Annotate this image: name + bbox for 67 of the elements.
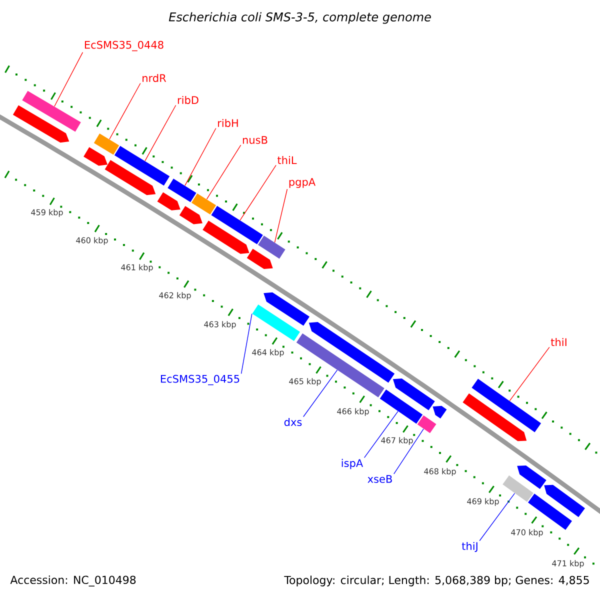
gene-feature (462, 393, 527, 442)
gene-feature (517, 465, 546, 490)
gene-feature (392, 378, 435, 410)
gene-label: dxs (284, 418, 302, 426)
scale-label: 464 kbp (252, 349, 284, 357)
gene-feature (12, 105, 70, 143)
scale-label: 468 kbp (424, 468, 456, 476)
leader-line (240, 313, 252, 374)
gene-label: pgpA (289, 178, 316, 188)
gene-label: ribD (178, 96, 198, 104)
gene-feature (432, 406, 447, 419)
leader-line (184, 128, 216, 186)
gene-feature (84, 147, 108, 166)
leader-line (109, 82, 141, 140)
scale-label: 471 kbp (552, 560, 584, 568)
gene-bar (502, 475, 534, 502)
scale-label: 466 kbp (337, 408, 369, 416)
gene-label: EcSMS35_0448 (84, 40, 164, 52)
leader-line (394, 428, 424, 474)
scale-label: 463 kbp (204, 321, 236, 329)
scale-label: 469 kbp (467, 498, 499, 506)
gene-label: nrdR (142, 74, 166, 82)
scale-label: 459 kbp (31, 209, 63, 217)
accession-text: Accession: NC_010498 (10, 576, 136, 586)
gene-label: EcSMS35_0455 (160, 374, 240, 386)
gene-feature (179, 206, 202, 224)
gene-bar (472, 378, 542, 432)
gene-bar (191, 193, 216, 215)
gene-bar (528, 494, 572, 530)
gene-bar (168, 178, 196, 202)
gene-label: thiJ (462, 542, 478, 552)
scale-label: 462 kbp (159, 292, 191, 300)
gene-bar (211, 206, 263, 244)
gene-bar (252, 304, 300, 342)
scale-label: 461 kbp (121, 264, 153, 272)
gene-bar (114, 146, 170, 186)
scale-label: 470 kbp (511, 529, 543, 537)
leader-line (274, 188, 288, 243)
leader-line (54, 52, 84, 107)
gene-feature (104, 160, 156, 196)
gene-bar (258, 236, 286, 259)
leader-line (364, 410, 398, 458)
gene-feature (157, 192, 180, 210)
gene-label: thiL (278, 156, 297, 164)
scale-label: 465 kbp (289, 378, 321, 386)
gene-feature (544, 484, 586, 518)
gene-bar (417, 415, 436, 434)
gene-label: ribH (218, 118, 238, 128)
gene-label: xseB (368, 475, 392, 483)
leader-line (144, 104, 176, 162)
gene-bar (22, 90, 81, 132)
leader-line (509, 346, 550, 402)
genome-stats-text: Topology: circular; Length: 5,068,389 bp; Genes: 4,855 (284, 576, 589, 586)
leader-line (479, 492, 516, 542)
scale-label: 460 kbp (76, 237, 108, 245)
gene-bar (94, 134, 120, 155)
leader-line (303, 370, 338, 418)
gene-label: thiI (550, 338, 566, 346)
gene-feature (202, 220, 250, 254)
scale-label: 467 kbp (381, 437, 413, 445)
gene-feature (246, 248, 273, 270)
title: Escherichia coli SMS-3-5, complete genome (168, 12, 431, 24)
gene-label: nusB (242, 136, 268, 144)
leader-line (240, 164, 276, 221)
gene-feature (264, 292, 310, 326)
gene-label: ispA (342, 458, 364, 470)
gene-bar (380, 390, 423, 424)
